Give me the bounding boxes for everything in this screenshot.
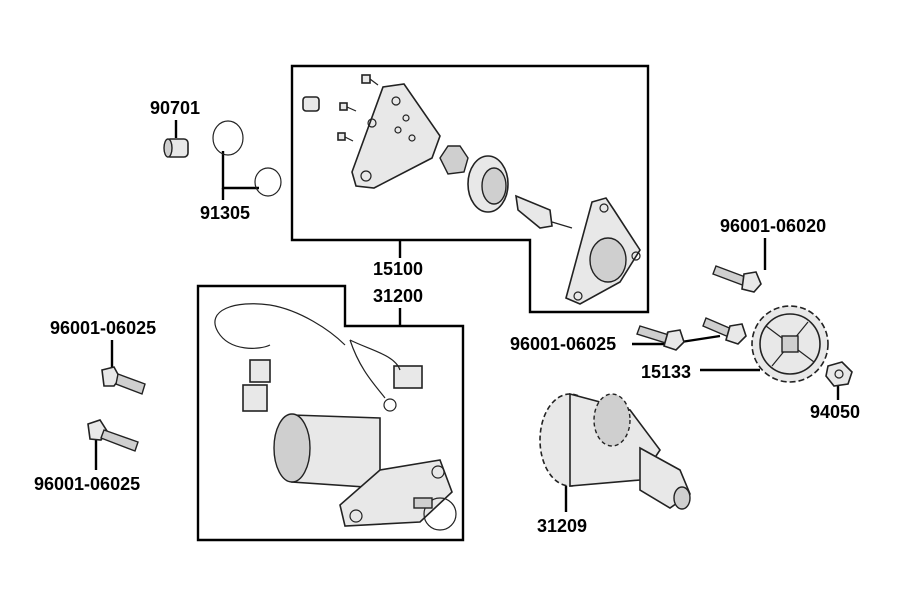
bolt-96001-06025-left-bottom [87, 419, 139, 452]
leader-91305 [221, 151, 259, 190]
sprocket-15133 [751, 305, 829, 383]
bolt-96001-06025-right-b [702, 317, 747, 345]
bolt-96001-06025-right-a [636, 325, 685, 351]
label-96001-06025-left-top: 96001-06025 [50, 318, 157, 338]
bolt-96001-06025-left-top [101, 366, 146, 395]
label-96001-06025-left-bottom: 96001-06025 [34, 474, 141, 494]
label-31200: 31200 [373, 286, 424, 306]
nut-94050 [825, 361, 853, 387]
label-31209: 31209 [537, 516, 588, 536]
label-96001-06020: 96001-06020 [720, 216, 827, 236]
bushing-90701-part [163, 138, 189, 158]
assembly-box-15100 [290, 64, 650, 314]
assembly-box-31200 [196, 284, 465, 542]
o-ring-91305-small [254, 167, 282, 197]
starter-motor-parts [214, 303, 457, 531]
label-90701: 90701 [150, 98, 201, 118]
label-91305: 91305 [200, 203, 251, 223]
label-94050: 94050 [810, 402, 861, 422]
starter-clutch-assembly-parts [302, 74, 641, 305]
o-ring-91305-large [212, 120, 244, 156]
label-15133: 15133 [641, 362, 692, 382]
bolt-96001-06020 [712, 265, 762, 293]
label-15100: 15100 [373, 259, 424, 279]
starter-gear-31209 [539, 392, 691, 510]
label-96001-06025-right: 96001-06025 [510, 334, 617, 354]
